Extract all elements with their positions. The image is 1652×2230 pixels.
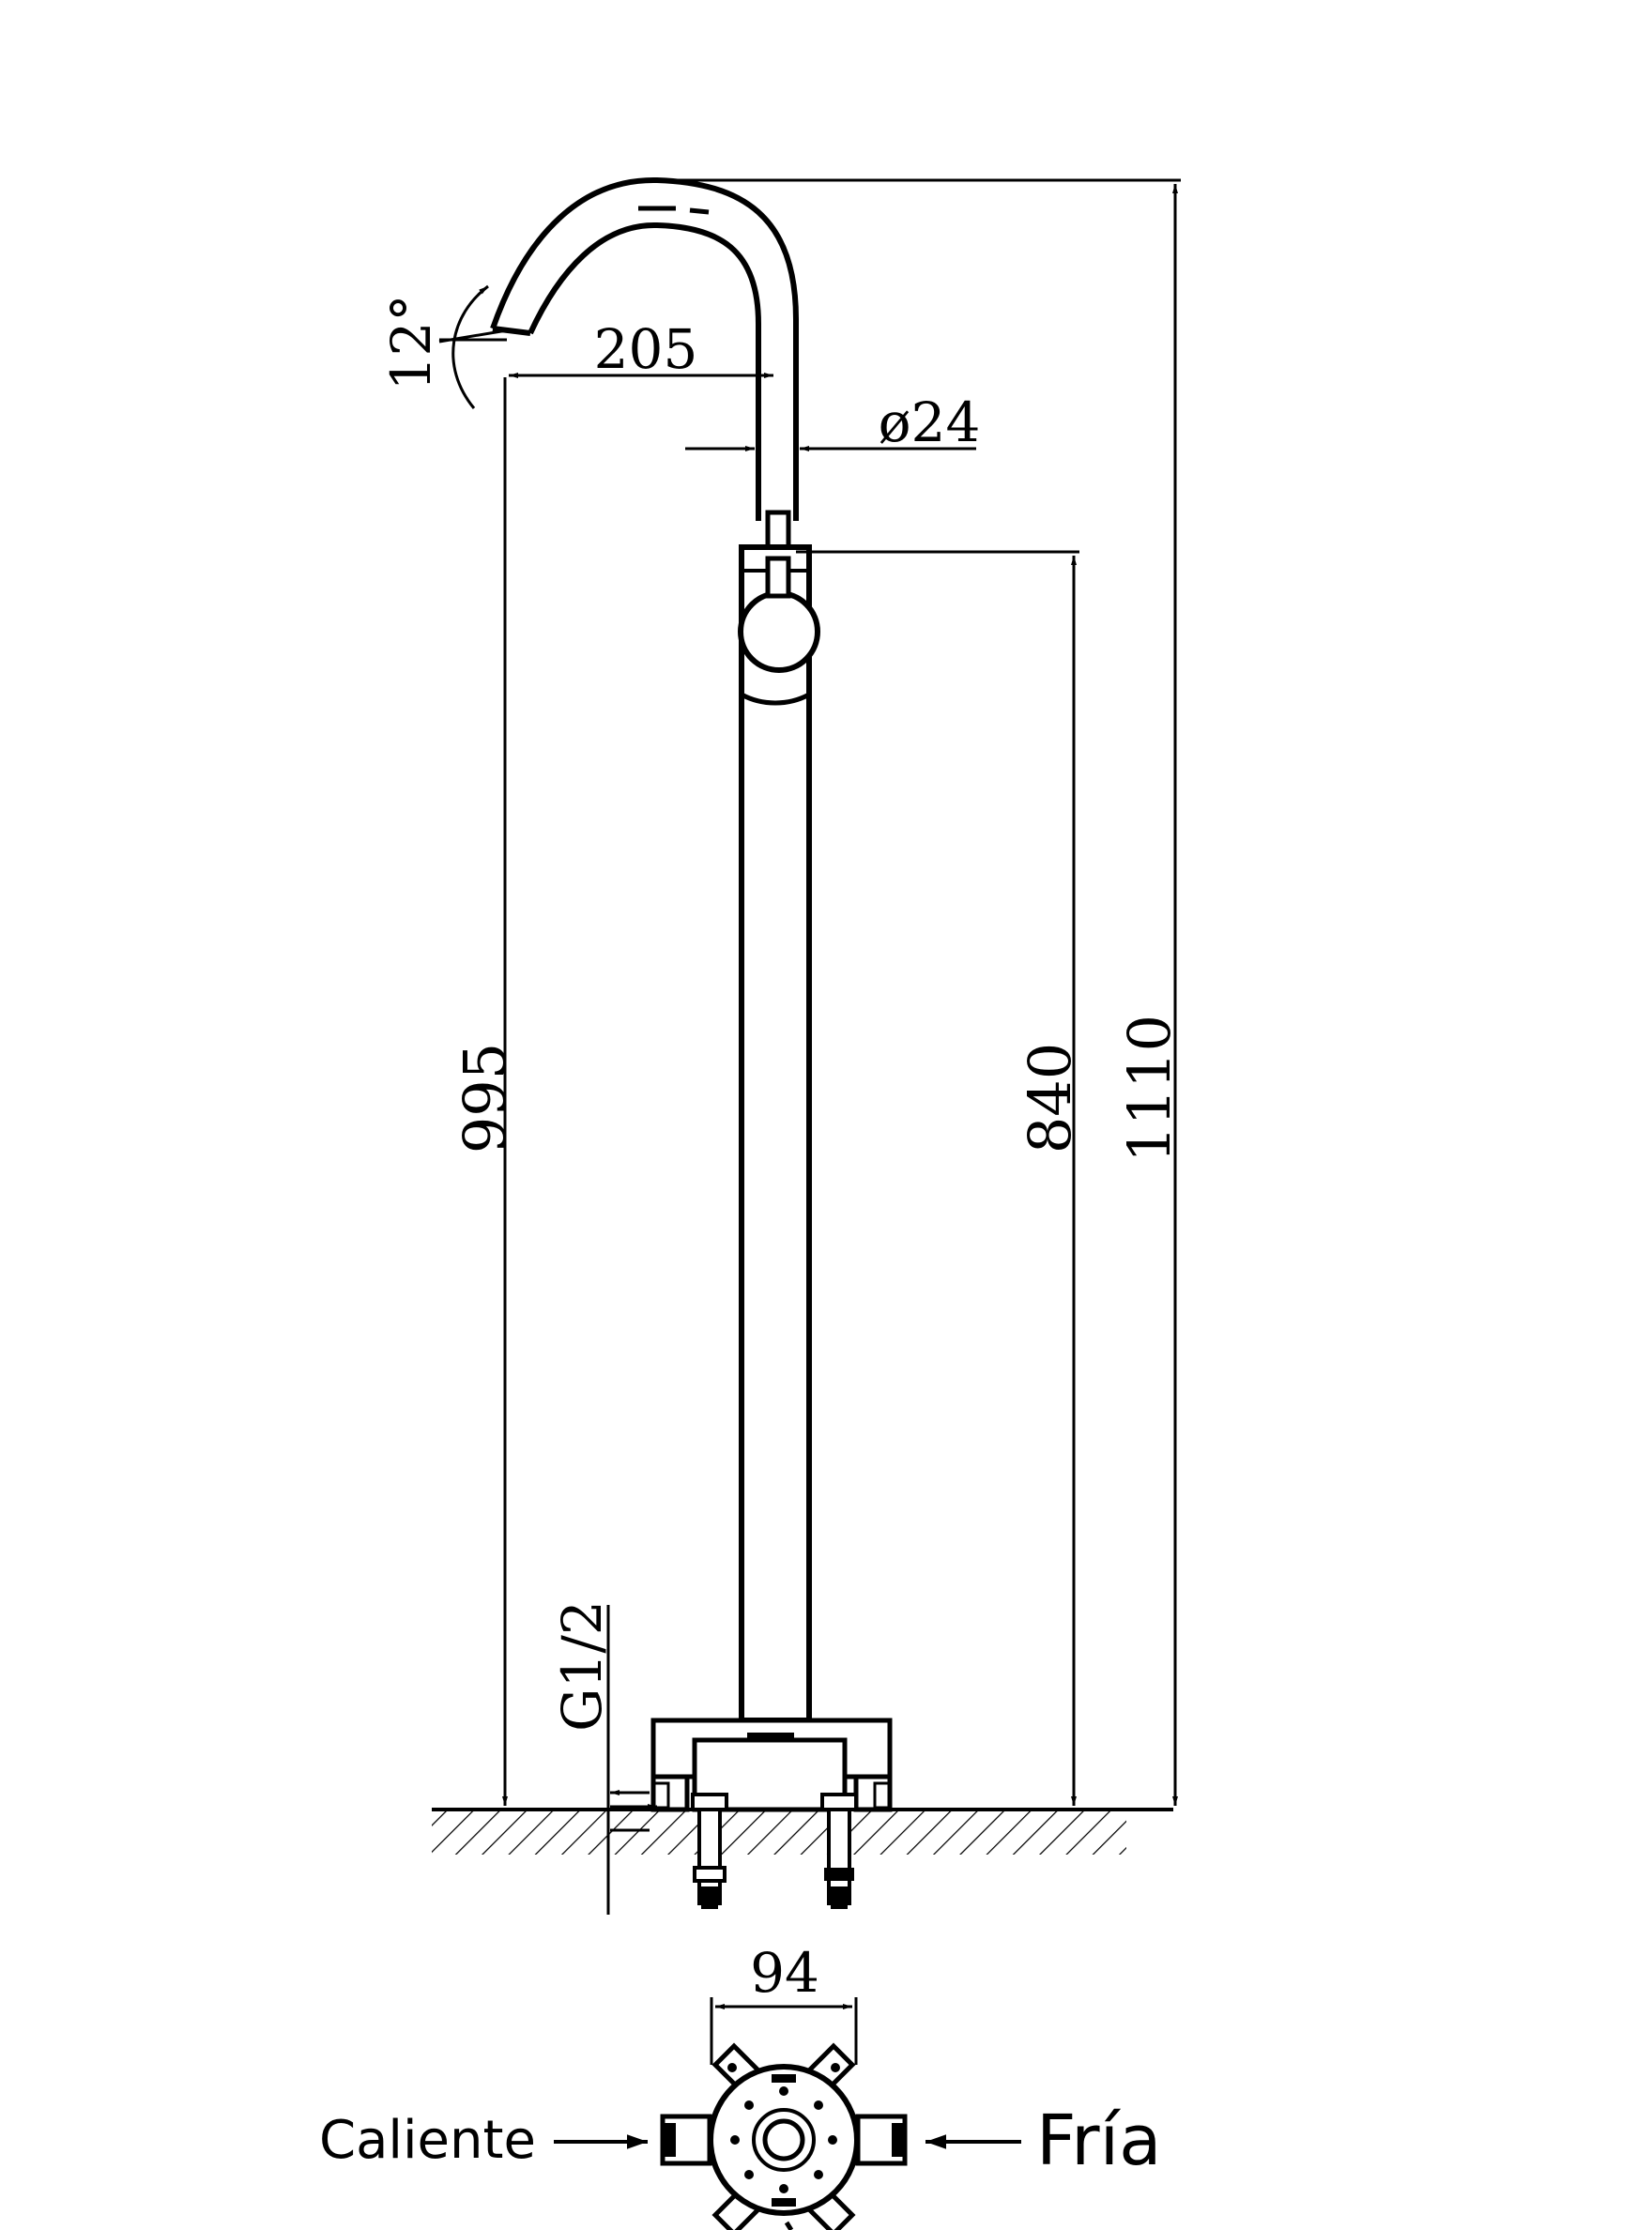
- dim-reach: 205: [594, 317, 698, 381]
- dim-height-handle: 840: [1016, 1043, 1084, 1153]
- dim-base-width: 94: [750, 1941, 819, 2005]
- bottom-view: [554, 2042, 1021, 2230]
- dim-height-spout: 995: [451, 1043, 519, 1153]
- dim-diameter: ø24: [879, 390, 981, 454]
- dim-height-total: 1110: [1115, 1015, 1184, 1163]
- dim-thread: G1/2: [550, 1600, 614, 1732]
- bolt-left: [691, 1793, 728, 1909]
- floor: [432, 1808, 1173, 1855]
- dimension-lines: [438, 178, 1181, 2065]
- label-hot: Caliente: [319, 2110, 536, 2171]
- handle-knob: [738, 590, 820, 673]
- spout-inner: [528, 221, 761, 521]
- faucet: [490, 176, 893, 1909]
- label-cold: Fría: [1036, 2100, 1162, 2181]
- bolt-right: [820, 1793, 858, 1909]
- column: [739, 544, 812, 1723]
- dim-angle: 12°: [379, 295, 443, 391]
